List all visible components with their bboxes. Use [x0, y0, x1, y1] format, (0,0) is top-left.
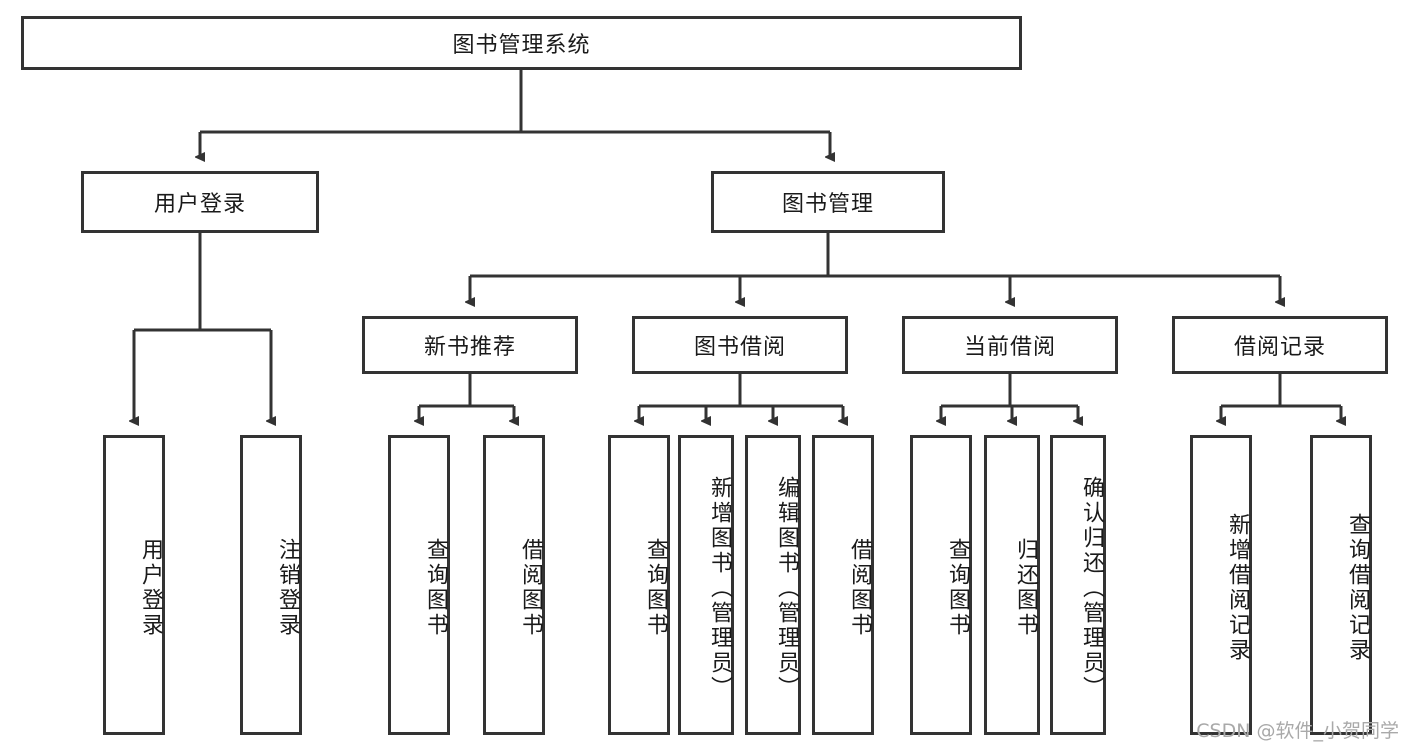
node-book-borrow[interactable]: 图书借阅 — [632, 316, 848, 374]
node-current-borrow[interactable]: 当前借阅 — [902, 316, 1118, 374]
node-label: 图书借阅 — [693, 335, 786, 360]
node-label: 用户登录 — [153, 192, 246, 217]
node-label: 查询图书 — [945, 538, 970, 638]
node-label: 注销登录 — [275, 538, 300, 638]
node-leaf-add-book[interactable]: 新增图书（管理员） — [678, 435, 734, 735]
node-label: 新增图书（管理员） — [707, 475, 732, 701]
node-borrow-record[interactable]: 借阅记录 — [1172, 316, 1388, 374]
node-label: 查询图书 — [643, 538, 668, 638]
node-leaf-query-book-2[interactable]: 查询图书 — [608, 435, 670, 735]
node-label: 图书管理 — [781, 192, 874, 217]
node-root-system[interactable]: 图书管理系统 — [21, 16, 1022, 70]
node-leaf-query-record[interactable]: 查询借阅记录 — [1310, 435, 1372, 735]
node-label: 新增借阅记录 — [1225, 513, 1250, 663]
node-label: 编辑图书（管理员） — [774, 475, 799, 701]
node-leaf-user-login[interactable]: 用户登录 — [103, 435, 165, 735]
node-label: 借阅图书 — [847, 538, 872, 638]
node-leaf-logout[interactable]: 注销登录 — [240, 435, 302, 735]
node-book-manage[interactable]: 图书管理 — [711, 171, 945, 233]
node-leaf-add-record[interactable]: 新增借阅记录 — [1190, 435, 1252, 735]
node-label: 新书推荐 — [423, 335, 516, 360]
node-leaf-query-book-3[interactable]: 查询图书 — [910, 435, 972, 735]
node-user-login[interactable]: 用户登录 — [81, 171, 319, 233]
node-new-book-recommend[interactable]: 新书推荐 — [362, 316, 578, 374]
node-label: 当前借阅 — [963, 335, 1056, 360]
node-leaf-borrow-book-2[interactable]: 借阅图书 — [812, 435, 874, 735]
node-label: 用户登录 — [138, 538, 163, 638]
node-leaf-edit-book[interactable]: 编辑图书（管理员） — [745, 435, 801, 735]
node-leaf-borrow-book-1[interactable]: 借阅图书 — [483, 435, 545, 735]
node-leaf-confirm-return[interactable]: 确认归还（管理员） — [1050, 435, 1106, 735]
node-label: 归还图书 — [1013, 538, 1038, 638]
node-leaf-return-book[interactable]: 归还图书 — [984, 435, 1040, 735]
node-label: 借阅图书 — [518, 538, 543, 638]
node-label: 确认归还（管理员） — [1079, 475, 1104, 701]
node-label: 图书管理系统 — [452, 33, 591, 58]
node-label: 查询图书 — [423, 538, 448, 638]
node-label: 查询借阅记录 — [1345, 513, 1370, 663]
node-label: 借阅记录 — [1233, 335, 1326, 360]
watermark-credit: CSDN @软件_小贺同学 — [1196, 720, 1399, 742]
node-leaf-query-book-1[interactable]: 查询图书 — [388, 435, 450, 735]
